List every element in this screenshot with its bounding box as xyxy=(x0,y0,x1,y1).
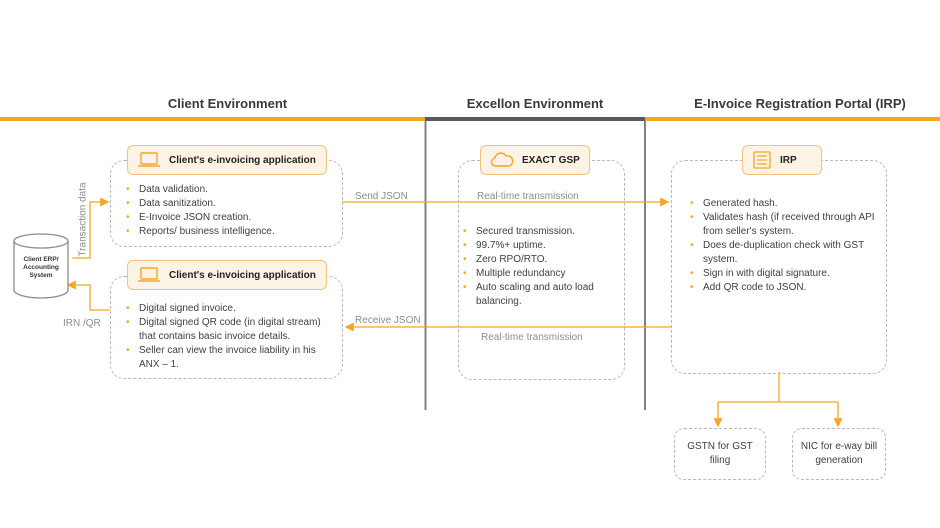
gstn-label: GSTN for GST filing xyxy=(687,441,753,466)
realtime-transmission-top: Real-time transmission xyxy=(477,191,579,202)
client-erp-database: Client ERP/ Accounting System xyxy=(12,232,70,300)
list-item: Digital signed QR code (in digital strea… xyxy=(126,316,334,344)
excellon-bar xyxy=(425,117,645,121)
irp-list: Generated hash. Validates hash (if recei… xyxy=(690,197,882,295)
cloud-icon xyxy=(490,152,514,168)
list-item: Data sanitization. xyxy=(126,197,331,211)
client-app-top-title: Client's e-invoicing application xyxy=(169,154,316,166)
list-item: Sign in with digital signature. xyxy=(690,267,882,281)
client-erp-label: Client ERP/ Accounting System xyxy=(23,256,59,279)
client-bar xyxy=(0,117,425,121)
list-item: Auto scaling and auto load balancing. xyxy=(463,281,618,309)
gsp-list: Secured transmission. 99.7%+ uptime. Zer… xyxy=(463,225,618,309)
laptop-icon xyxy=(137,267,161,283)
gsp-title: EXACT GSP xyxy=(522,154,580,166)
list-item: Seller can view the invoice liability in… xyxy=(126,344,334,372)
client-app-top-header: Client's e-invoicing application xyxy=(127,145,327,175)
nic-label: NIC for e-way bill generation xyxy=(800,441,878,466)
server-icon xyxy=(752,151,772,169)
nic-box: NIC for e-way bill generation xyxy=(792,428,886,480)
realtime-transmission-bottom: Real-time transmission xyxy=(481,332,583,343)
header-client-environment: Client Environment xyxy=(167,96,288,111)
irp-title: IRP xyxy=(780,154,797,166)
list-item: Data validation. xyxy=(126,183,331,197)
client-app-top-list: Data validation. Data sanitization. E-In… xyxy=(126,183,331,239)
list-item: Does de-duplication check with GST syste… xyxy=(690,239,882,267)
list-item: Add QR code to JSON. xyxy=(690,281,882,295)
client-app-bottom-list: Digital signed invoice. Digital signed Q… xyxy=(126,302,334,372)
list-item: Secured transmission. xyxy=(463,225,618,239)
list-item: Zero RPO/RTO. xyxy=(463,253,618,267)
list-item: 99.7%+ uptime. xyxy=(463,239,618,253)
header-irp: E-Invoice Registration Portal (IRP) xyxy=(694,96,906,111)
list-item: Validates hash (if received through API … xyxy=(690,211,882,239)
irp-header: IRP xyxy=(742,145,822,175)
client-app-bottom-title: Client's e-invoicing application xyxy=(169,269,316,281)
receive-json-label: Receive JSON xyxy=(355,315,421,326)
laptop-icon xyxy=(137,152,161,168)
database-icon xyxy=(13,233,69,299)
list-item: Reports/ business intelligence. xyxy=(126,225,331,239)
list-item: Generated hash. xyxy=(690,197,882,211)
list-item: Digital signed invoice. xyxy=(126,302,334,316)
list-item: Multiple redundancy xyxy=(463,267,618,281)
gstn-box: GSTN for GST filing xyxy=(674,428,766,480)
send-json-label: Send JSON xyxy=(355,191,408,202)
client-app-bottom-header: Client's e-invoicing application xyxy=(127,260,327,290)
header-excellon-environment: Excellon Environment xyxy=(466,96,604,111)
irp-bar xyxy=(645,117,940,121)
transaction-data-label: Transaction data xyxy=(77,182,89,257)
list-item: E-Invoice JSON creation. xyxy=(126,211,331,225)
irn-qr-label: IRN /QR xyxy=(63,318,101,329)
gsp-header: EXACT GSP xyxy=(480,145,590,175)
